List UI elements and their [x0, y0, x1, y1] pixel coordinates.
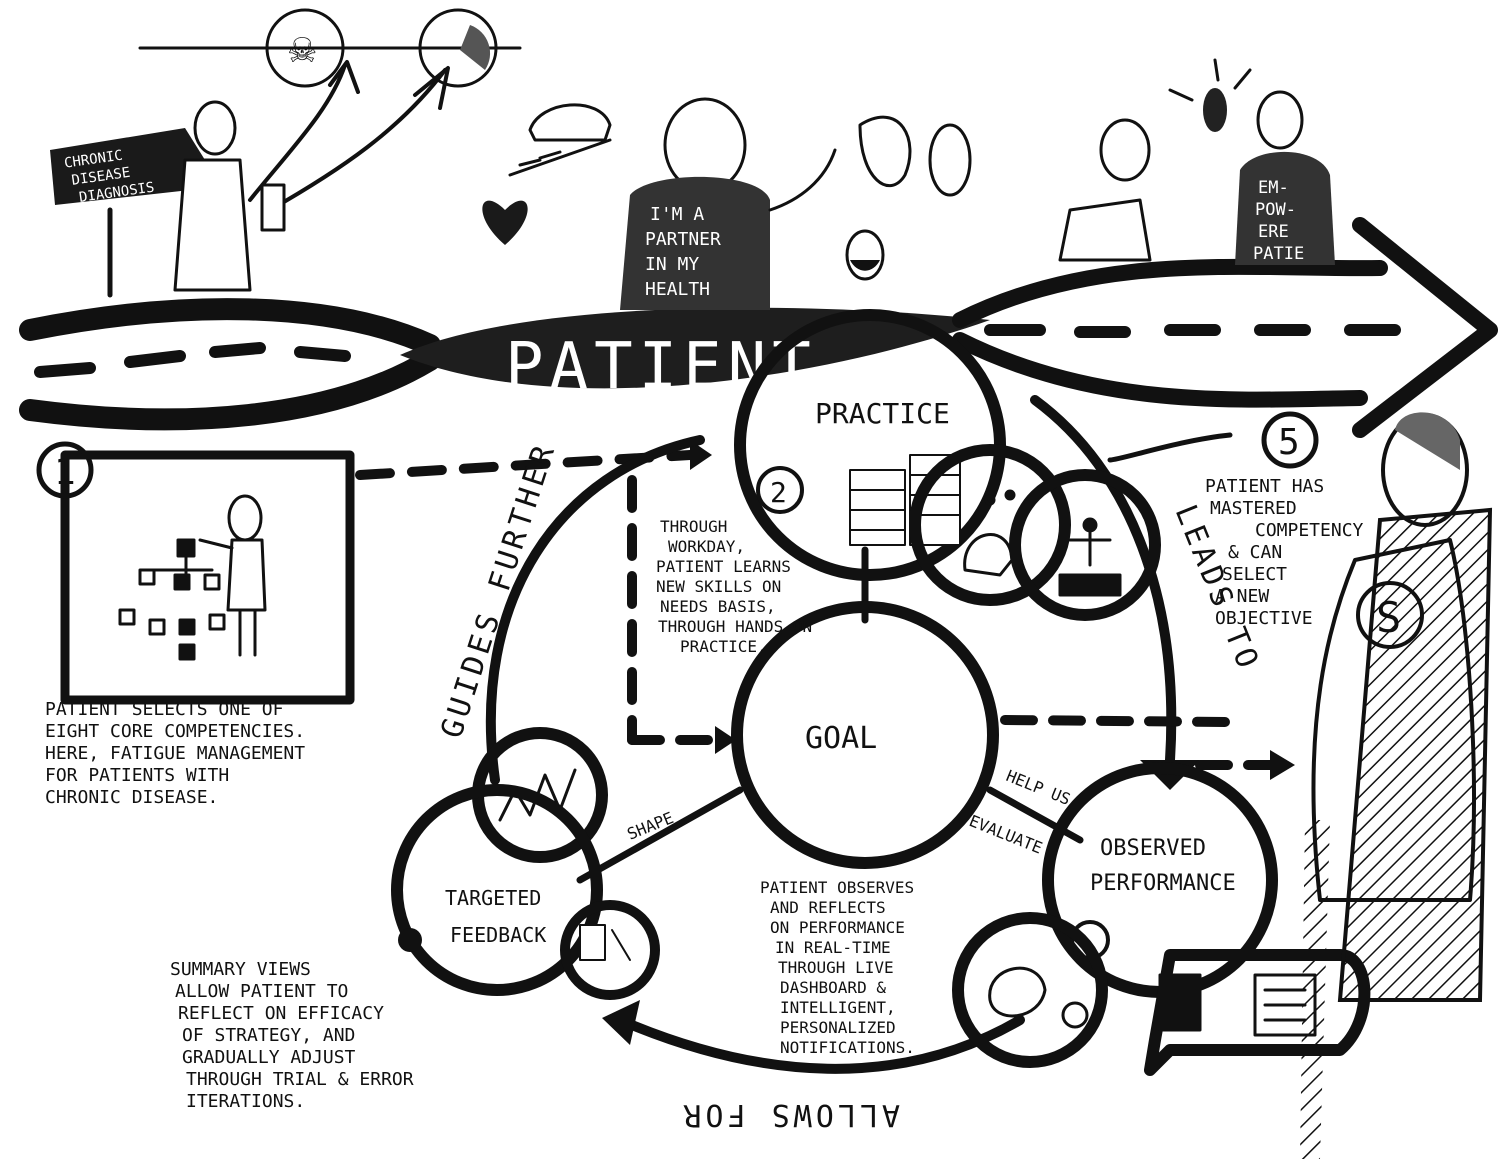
- svg-text:COMPETENCY: COMPETENCY: [1255, 520, 1364, 541]
- svg-text:AND REFLECTS: AND REFLECTS: [770, 898, 886, 917]
- top-scene: ☠ CHRONIC DISEASE DIAGNOSIS: [50, 8, 1335, 310]
- org-chart-icon: [118, 538, 226, 661]
- svg-text:PATIENT OBSERVES: PATIENT OBSERVES: [760, 878, 914, 897]
- presenter-figure: [198, 494, 267, 657]
- review-figure-icon: [579, 924, 631, 961]
- allows-for-label: ALLOWS FOR: [679, 1097, 900, 1132]
- empowered-line-4: PATIE: [1253, 244, 1304, 264]
- step-2-number: 2: [770, 476, 787, 509]
- svg-text:ITERATIONS.: ITERATIONS.: [186, 1091, 305, 1112]
- shirt-line-1: I'M A: [650, 204, 704, 225]
- high-five: EM- POW- ERE PATIE: [1058, 58, 1335, 265]
- performance-label-1: OBSERVED: [1100, 836, 1206, 861]
- svg-text:IN REAL-TIME: IN REAL-TIME: [775, 938, 891, 957]
- shirt-line-3: IN MY: [645, 254, 699, 275]
- performance-label-2: PERFORMANCE: [1090, 871, 1236, 896]
- svg-text:OBJECTIVE: OBJECTIVE: [1215, 608, 1313, 629]
- doctor-figure: [173, 100, 286, 292]
- svg-text:ALLOW PATIENT TO: ALLOW PATIENT TO: [175, 981, 348, 1002]
- goal-circle: [731, 601, 999, 869]
- empowered-line-3: ERE: [1258, 222, 1289, 242]
- step-1-frame: [60, 450, 355, 705]
- banner-subtitle: EDUCATION: [615, 405, 729, 424]
- svg-text:INTELLIGENT,: INTELLIGENT,: [780, 998, 896, 1017]
- practice-label: PRACTICE: [815, 397, 950, 430]
- svg-text:REFLECT ON EFFICACY: REFLECT ON EFFICACY: [178, 1003, 384, 1024]
- road: PATIENT EDUCATION: [19, 217, 1498, 438]
- svg-text:PATIENT HAS: PATIENT HAS: [1205, 476, 1324, 497]
- svg-text:THROUGH HANDS-ON: THROUGH HANDS-ON: [658, 617, 812, 636]
- empowered-line-1: EM-: [1258, 178, 1289, 198]
- evaluate-label: EVALUATE: [967, 811, 1046, 857]
- thinking-head-icon: [963, 489, 1016, 577]
- svg-text:PRACTICE.: PRACTICE.: [680, 637, 767, 656]
- brain-lightbulb-icon: [988, 966, 1089, 1029]
- step-4-caption: SUMMARY VIEWS ALLOW PATIENT TO REFLECT O…: [170, 959, 414, 1112]
- empowered-line-2: POW-: [1255, 200, 1296, 220]
- goal-label: GOAL: [805, 721, 877, 756]
- svg-text:A NEW: A NEW: [1215, 586, 1269, 607]
- shirt-line-2: PARTNER: [645, 229, 721, 250]
- svg-text:CHRONIC DISEASE.: CHRONIC DISEASE.: [45, 787, 218, 808]
- svg-text:NEW SKILLS ON: NEW SKILLS ON: [656, 577, 781, 596]
- shirt-line-4: HEALTH: [645, 279, 710, 300]
- step-1: 1 PATIENT SELECTS ONE OF EIGHT CORE COMP…: [36, 441, 355, 808]
- svg-text:PERSONALIZED: PERSONALIZED: [780, 1018, 896, 1037]
- svg-text:☠: ☠: [287, 32, 317, 70]
- bread-icon: [528, 103, 612, 142]
- step-2-caption: THROUGH WORKDAY, PATIENT LEARNS NEW SKIL…: [656, 517, 812, 656]
- feedback-label-1: TARGETED: [445, 886, 541, 910]
- hero-badge: S: [1376, 593, 1401, 642]
- diagnosis-sign: CHRONIC DISEASE DIAGNOSIS: [50, 128, 205, 298]
- patient-banner: [400, 307, 990, 389]
- svg-text:NEEDS BASIS,: NEEDS BASIS,: [660, 597, 776, 616]
- svg-text:WORKDAY,: WORKDAY,: [668, 537, 745, 556]
- svg-text:THROUGH: THROUGH: [660, 517, 727, 536]
- svg-text:THROUGH LIVE: THROUGH LIVE: [778, 958, 894, 977]
- step-5: 5 PATIENT HAS MASTERED COMPETENCY & CAN …: [1107, 411, 1493, 1159]
- guides-further-label: GUIDES FURTHER: [434, 438, 563, 743]
- svg-text:NOTIFICATIONS.: NOTIFICATIONS.: [780, 1038, 915, 1057]
- svg-text:OF STRATEGY, AND: OF STRATEGY, AND: [182, 1025, 355, 1046]
- superhero-patient: S: [1300, 412, 1493, 1159]
- road-arrowhead: [1352, 217, 1498, 438]
- svg-text:THROUGH TRIAL & ERROR: THROUGH TRIAL & ERROR: [186, 1069, 414, 1090]
- feedback-label-2: FEEDBACK: [450, 923, 546, 947]
- step-5-caption: PATIENT HAS MASTERED COMPETENCY & CAN SE…: [1205, 476, 1364, 629]
- svg-text:PATIENT LEARNS: PATIENT LEARNS: [656, 557, 791, 576]
- partner-patient: I'M A PARTNER IN MY HEALTH: [620, 97, 972, 310]
- pill-icon: [845, 229, 885, 281]
- svg-text:HERE, FATIGUE MANAGEMENT: HERE, FATIGUE MANAGEMENT: [45, 743, 305, 764]
- svg-text:PATIENT SELECTS ONE OF: PATIENT SELECTS ONE OF: [45, 699, 283, 720]
- svg-text:MASTERED: MASTERED: [1210, 498, 1297, 519]
- step-5-number: 5: [1278, 422, 1300, 463]
- balance-figure-icon: [1058, 517, 1122, 597]
- svg-text:DASHBOARD &: DASHBOARD &: [780, 978, 886, 997]
- laptop-icon: [1158, 973, 1317, 1037]
- clock-icon: [418, 8, 498, 88]
- svg-text:& CAN: & CAN: [1228, 542, 1282, 563]
- svg-text:EIGHT CORE COMPETENCIES.: EIGHT CORE COMPETENCIES.: [45, 721, 305, 742]
- step-1-number: 1: [54, 452, 76, 493]
- feedback-circle: [391, 784, 603, 996]
- skull-icon: [265, 8, 345, 88]
- heart-icon: [482, 200, 528, 245]
- svg-text:SELECT: SELECT: [1222, 564, 1287, 585]
- svg-text:SUMMARY VIEWS: SUMMARY VIEWS: [170, 959, 311, 980]
- svg-text:GRADUALLY ADJUST: GRADUALLY ADJUST: [182, 1047, 356, 1068]
- step-3-caption: PATIENT OBSERVES AND REFLECTS ON PERFORM…: [760, 878, 915, 1057]
- svg-text:ON PERFORMANCE: ON PERFORMANCE: [770, 918, 905, 937]
- svg-text:FOR PATIENTS WITH: FOR PATIENTS WITH: [45, 765, 229, 786]
- step-1-caption: PATIENT SELECTS ONE OF EIGHT CORE COMPET…: [45, 699, 305, 808]
